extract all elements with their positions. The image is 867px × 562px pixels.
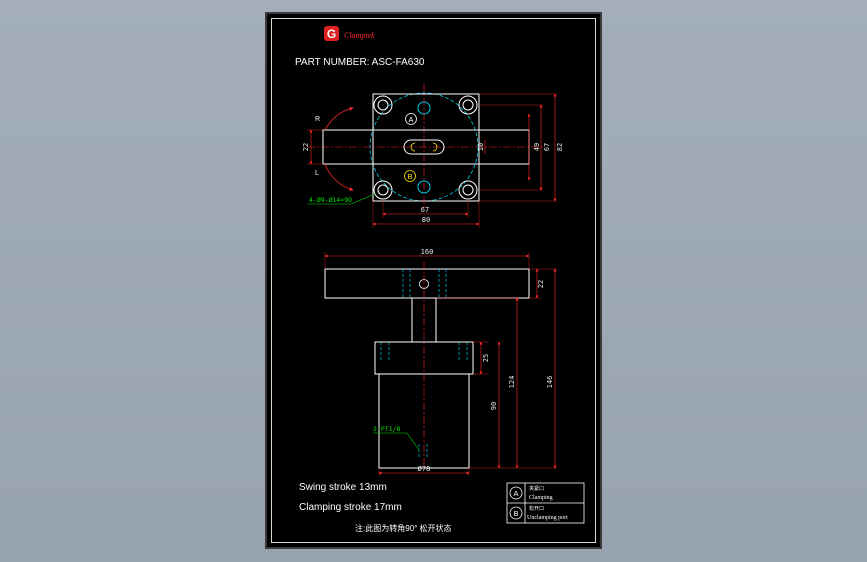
port-a-label: A	[408, 115, 413, 124]
logo-text: Clamptek	[344, 31, 375, 40]
dim-25: 25	[482, 354, 490, 362]
note-swing-stroke: Swing stroke 13mm	[299, 482, 387, 493]
dim-49: 49	[533, 143, 541, 151]
logo-mark-bg	[324, 26, 339, 41]
slot-bolt-marks	[410, 142, 438, 152]
dim-82: 82	[556, 143, 564, 151]
arm-slot	[403, 139, 445, 155]
port-callout: 2-PT1/8	[373, 425, 400, 433]
port-legend: A 夹紧口 Clamping B 松开口 Unclamping port	[506, 482, 585, 524]
rotation-label-l: L	[315, 170, 319, 177]
clamp-arm-front	[324, 268, 530, 299]
note-chinese: 注:此图为转角90° 松开状态	[355, 523, 452, 533]
part-number: PART NUMBER: ASC-FA630	[295, 57, 425, 68]
legend-a-en: Clamping	[529, 495, 553, 501]
port-a-hole	[417, 101, 431, 115]
cad-drawing: G Clamptek PART NUMBER: ASC-FA630	[295, 26, 585, 533]
logo-mark: G	[327, 27, 336, 41]
legend-b-cn: 松开口	[529, 505, 544, 512]
port-b-hole	[417, 180, 431, 194]
dim-diameter-78: Ø78	[418, 465, 431, 473]
dim-slot-10: 10	[477, 143, 485, 151]
body-square	[372, 93, 480, 202]
dim-90: 90	[490, 402, 498, 410]
corner-bolts	[373, 95, 478, 200]
rotation-arc-l	[324, 163, 354, 192]
legend-b-en: Unclamping port	[527, 515, 568, 521]
note-clamping-stroke: Clamping stroke 17mm	[299, 502, 402, 513]
front-view: 160 22 25 90 124 146 Ø78	[324, 248, 557, 476]
dim-67-horizontal: 67	[421, 206, 429, 214]
legend-a-cn: 夹紧口	[529, 485, 544, 492]
drawing-sheet: G Clamptek PART NUMBER: ASC-FA630	[265, 12, 602, 549]
clamptek-logo: G Clamptek	[324, 26, 375, 41]
hole-callout: 4-Ø9-Ø14×9D	[309, 196, 352, 204]
dim-160: 160	[421, 248, 434, 256]
dim-124: 124	[508, 376, 516, 389]
dim-arm-width-22: 22	[302, 143, 310, 151]
dim-146: 146	[546, 376, 554, 389]
legend-b-symbol: B	[513, 509, 518, 518]
top-view: A B R L 22 10 49 67 82	[302, 84, 564, 228]
drawing-border	[271, 18, 596, 543]
rotation-label-r: R	[315, 116, 320, 123]
dim-22-front: 22	[537, 280, 545, 288]
port-b-label: B	[407, 172, 412, 181]
body-lower	[378, 373, 470, 469]
rotation-arc-r	[324, 106, 354, 131]
dim-67-vertical: 67	[543, 143, 551, 151]
dim-80: 80	[422, 216, 430, 224]
legend-a-symbol: A	[513, 489, 518, 498]
